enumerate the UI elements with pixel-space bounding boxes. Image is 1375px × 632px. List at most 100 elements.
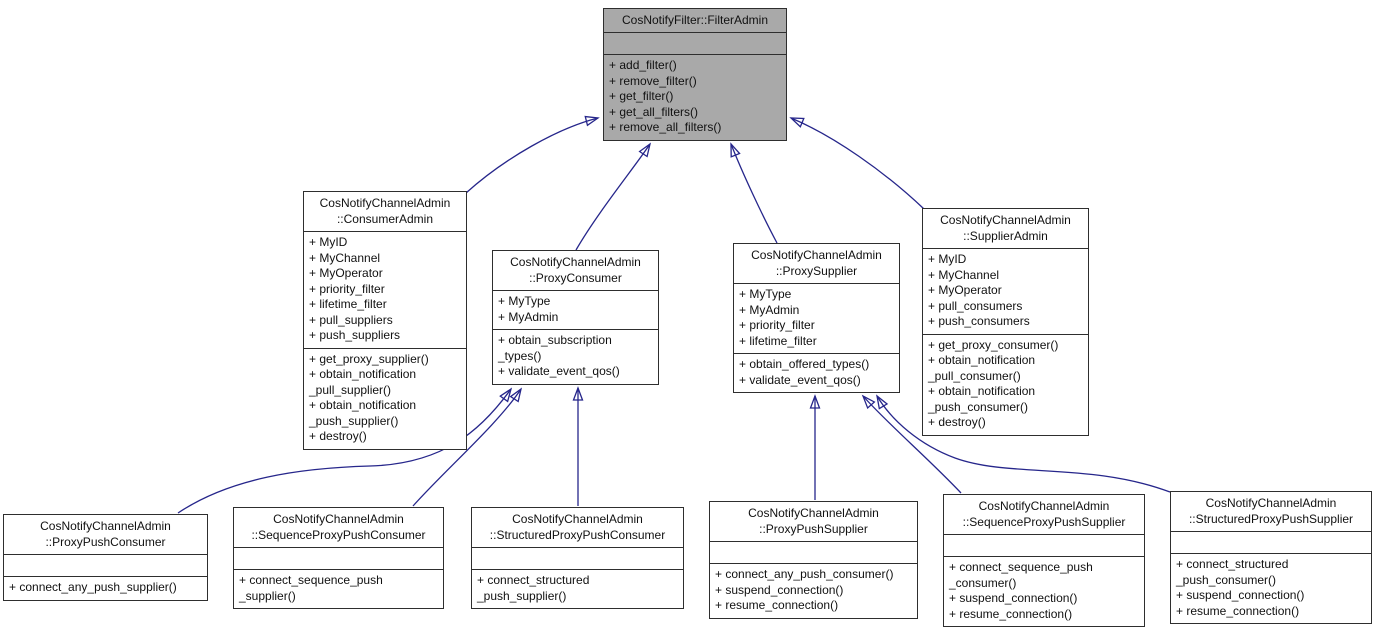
text-line: CosNotifyChannelAdmin xyxy=(40,519,171,533)
text-line: + resume_connection() xyxy=(715,598,839,612)
methods-compartment: + obtain_subscription_types()+ validate_… xyxy=(493,330,658,384)
edge-structuredproxypushsupplier-proxysupplier xyxy=(876,394,1171,493)
text-line: + get_filter() xyxy=(609,89,674,103)
text-line: + get_proxy_supplier() xyxy=(309,351,429,366)
text-line: + destroy() xyxy=(928,415,986,429)
attributes-compartment xyxy=(710,542,917,564)
text-line: + suspend_connection() xyxy=(715,582,844,597)
text-line: + remove_all_filters() xyxy=(609,120,722,134)
text-line: + priority_filter xyxy=(739,318,815,332)
text-line: + MyOperator xyxy=(309,266,383,280)
text-line: + connect_structured xyxy=(477,573,590,587)
attributes-compartment xyxy=(4,555,207,577)
text-line: _push_consumer() xyxy=(1176,572,1277,587)
methods-compartment: + get_proxy_consumer()+ obtain_notificat… xyxy=(923,335,1088,435)
text-line: CosNotifyChannelAdmin xyxy=(273,512,404,526)
class-consumeradmin[interactable]: CosNotifyChannelAdmin::ConsumerAdmin + M… xyxy=(303,191,467,450)
class-proxypushsupplier[interactable]: CosNotifyChannelAdmin::ProxyPushSupplier… xyxy=(709,501,918,619)
text-line: CosNotifyChannelAdmin xyxy=(751,248,882,262)
text-line: + MyOperator xyxy=(928,283,1002,297)
attributes-compartment xyxy=(604,33,786,55)
attributes-compartment: + MyType+ MyAdmin xyxy=(493,291,658,330)
text-line: + MyType xyxy=(498,294,551,308)
text-line: + suspend_connection() xyxy=(1176,588,1305,602)
class-structuredproxypushconsumer[interactable]: CosNotifyChannelAdmin::StructuredProxyPu… xyxy=(471,507,684,609)
text-line: _pull_consumer() xyxy=(928,368,1021,383)
text-line: ::StructuredProxyPushConsumer xyxy=(489,528,666,542)
text-line: + resume_connection() xyxy=(1176,603,1300,618)
text-line: CosNotifyChannelAdmin xyxy=(978,499,1110,513)
methods-compartment: + connect_any_push_supplier() xyxy=(4,577,207,600)
class-sequenceproxypushsupplier[interactable]: CosNotifyChannelAdmin::SequenceProxyPush… xyxy=(943,494,1145,627)
text-line: _push_supplier() xyxy=(477,588,567,603)
text-line: CosNotifyFilter::FilterAdmin xyxy=(621,13,769,27)
text-line: + destroy() xyxy=(309,429,367,443)
text-line: + MyID xyxy=(309,235,348,249)
text-line: + obtain_subscription xyxy=(498,333,612,347)
text-line: CosNotifyChannelAdmin xyxy=(1205,496,1337,510)
class-structuredproxypushsupplier[interactable]: CosNotifyChannelAdmin::StructuredProxyPu… xyxy=(1170,491,1372,624)
text-line: + lifetime_filter xyxy=(739,333,817,348)
text-line: _consumer() xyxy=(949,575,1017,590)
class-title: CosNotifyChannelAdmin::ConsumerAdmin xyxy=(304,192,466,232)
text-line: ::ProxyPushSupplier xyxy=(759,522,868,536)
text-line: ::SequenceProxyPushSupplier xyxy=(962,515,1126,529)
text-line: + priority_filter xyxy=(309,281,385,296)
text-line: + pull_consumers xyxy=(928,298,1023,313)
class-title: CosNotifyChannelAdmin::ProxyConsumer xyxy=(493,251,658,291)
text-line: + MyType xyxy=(739,287,792,301)
text-line: + suspend_connection() xyxy=(949,591,1078,605)
edge-sequenceproxypushconsumer-proxyconsumer xyxy=(412,387,523,507)
attributes-compartment: + MyID+ MyChannel+ MyOperator+ priority_… xyxy=(304,232,466,349)
text-line: + MyID xyxy=(928,252,967,266)
text-line: + connect_any_push_supplier() xyxy=(9,580,177,594)
class-title: CosNotifyChannelAdmin::StructuredProxyPu… xyxy=(472,508,683,548)
methods-compartment: + connect_sequence_push_supplier() xyxy=(234,570,443,608)
attributes-compartment xyxy=(472,548,683,570)
methods-compartment: + get_proxy_supplier()+ obtain_notificat… xyxy=(304,349,466,449)
class-proxypushconsumer[interactable]: CosNotifyChannelAdmin::ProxyPushConsumer… xyxy=(3,514,208,601)
class-proxyconsumer[interactable]: CosNotifyChannelAdmin::ProxyConsumer + M… xyxy=(492,250,659,385)
attributes-compartment xyxy=(944,535,1144,557)
text-line: + connect_sequence_push xyxy=(949,560,1093,574)
class-proxysupplier[interactable]: CosNotifyChannelAdmin::ProxySupplier + M… xyxy=(733,243,900,393)
text-line: _push_supplier() xyxy=(309,413,399,428)
text-line: + MyChannel xyxy=(928,267,1000,282)
text-line: CosNotifyChannelAdmin xyxy=(319,196,451,210)
text-line: + obtain_notification xyxy=(309,367,417,381)
class-title: CosNotifyChannelAdmin::SequenceProxyPush… xyxy=(944,495,1144,535)
text-line: + obtain_offered_types() xyxy=(739,357,870,371)
text-line: ::StructuredProxyPushSupplier xyxy=(1188,512,1354,526)
text-line: _types() xyxy=(498,348,542,363)
edge-proxypushconsumer-proxyconsumer xyxy=(177,387,513,514)
text-line: + obtain_notification xyxy=(309,398,417,412)
text-line: CosNotifyChannelAdmin xyxy=(748,506,879,520)
class-cosnotifyfilter-filteradmin[interactable]: CosNotifyFilter::FilterAdmin + add_filte… xyxy=(603,8,787,141)
text-line: + MyAdmin xyxy=(739,302,800,317)
edge-proxysupplier-filteradmin xyxy=(730,142,778,244)
class-title: CosNotifyChannelAdmin::SequenceProxyPush… xyxy=(234,508,443,548)
methods-compartment: + add_filter()+ remove_filter()+ get_fil… xyxy=(604,55,786,140)
text-line: ::ProxyPushConsumer xyxy=(45,535,166,549)
class-title: CosNotifyChannelAdmin::ProxySupplier xyxy=(734,244,899,284)
text-line: + connect_structured xyxy=(1176,557,1289,571)
text-line: + get_proxy_consumer() xyxy=(928,337,1059,352)
text-line: + connect_any_push_consumer() xyxy=(715,567,894,581)
edge-consumeradmin-filteradmin xyxy=(465,115,600,194)
methods-compartment: + connect_sequence_push_consumer()+ susp… xyxy=(944,557,1144,626)
text-line: + obtain_notification xyxy=(928,353,1036,367)
class-title: CosNotifyChannelAdmin::ProxyPushSupplier xyxy=(710,502,917,542)
edge-supplieradmin-filteradmin xyxy=(789,117,925,210)
class-title: CosNotifyFilter::FilterAdmin xyxy=(604,9,786,33)
attributes-compartment: + MyID+ MyChannel+ MyOperator+ pull_cons… xyxy=(923,249,1088,335)
class-title: CosNotifyChannelAdmin::ProxyPushConsumer xyxy=(4,515,207,555)
text-line: CosNotifyChannelAdmin xyxy=(512,512,643,526)
edge-proxyconsumer-filteradmin xyxy=(575,142,652,251)
text-line: + validate_event_qos() xyxy=(739,372,861,387)
text-line: ::ProxySupplier xyxy=(775,264,858,278)
text-line: _push_consumer() xyxy=(928,399,1029,414)
class-supplieradmin[interactable]: CosNotifyChannelAdmin::SupplierAdmin + M… xyxy=(922,208,1089,436)
text-line: CosNotifyChannelAdmin xyxy=(510,255,641,269)
class-sequenceproxypushconsumer[interactable]: CosNotifyChannelAdmin::SequenceProxyPush… xyxy=(233,507,444,609)
